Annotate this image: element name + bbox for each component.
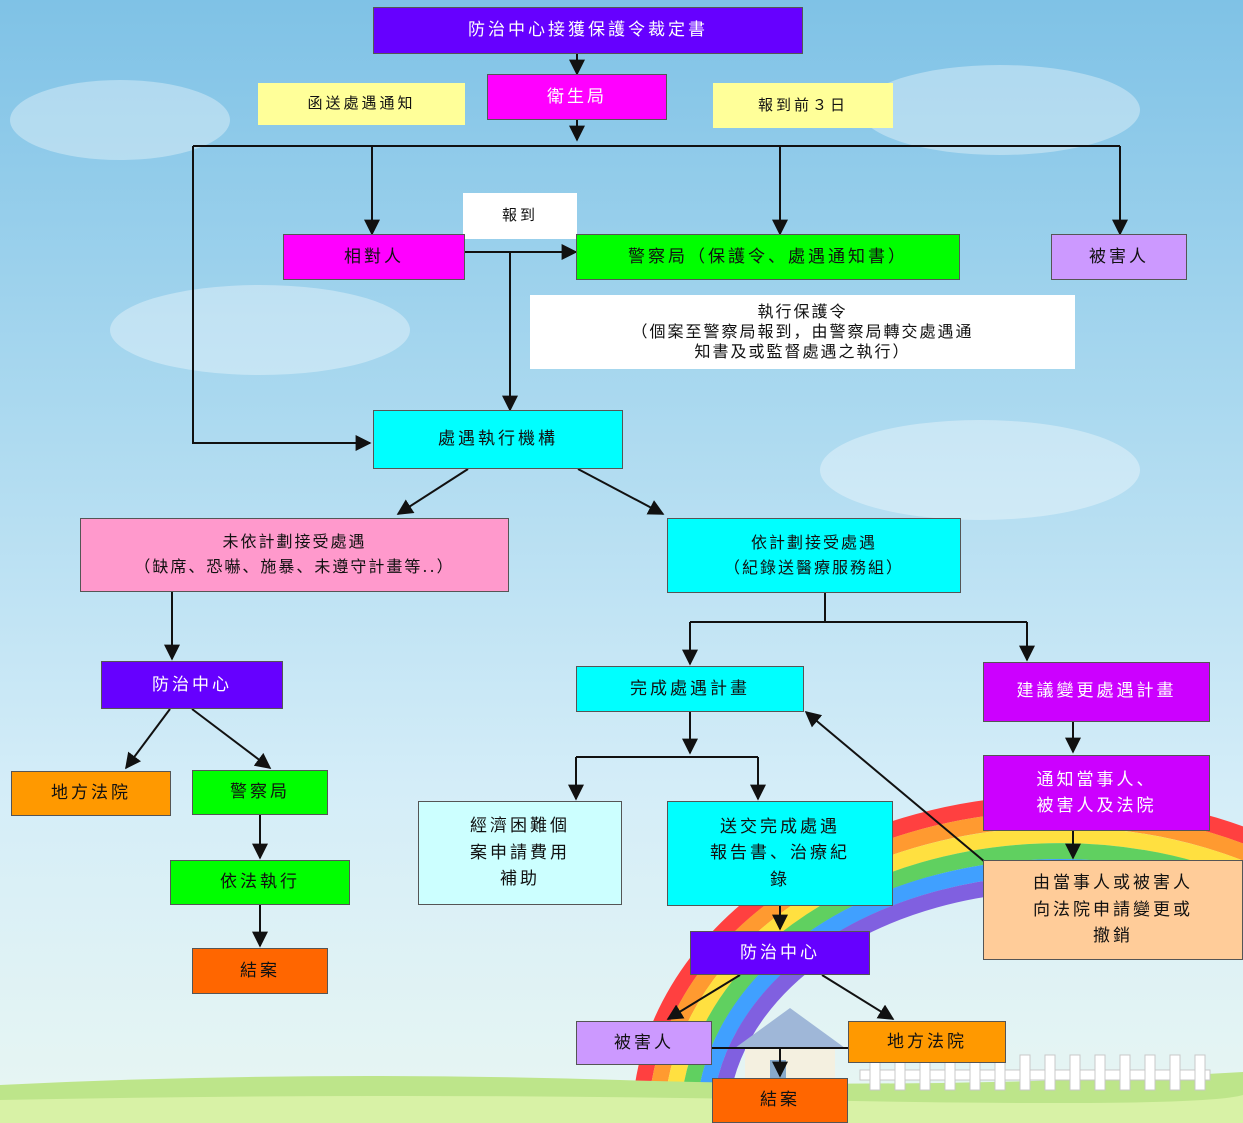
case-closed-left-label: 結案 [240,960,280,981]
victim-right-label: 被害人 [614,1032,674,1053]
report-note: 報到 [463,193,577,239]
apply-change-box: 由當事人或被害人 向法院申請變更或 撤銷 [983,860,1243,960]
three-days-label: 報到前３日 [757,95,848,114]
not-following-plan-box: 未依計劃接受處遇 （缺席、恐嚇、施暴、未遵守計畫等..） [80,518,509,592]
prevention-center-right-box: 防治中心 [690,931,870,975]
suggest-change-plan-label: 建議變更處遇計畫 [1016,681,1177,702]
execute-order-label: 執行保護令 （個案至警察局報到，由警察局轉交處遇通 知書及或監督處遇之執行） [631,302,974,361]
police-protection-order-box: 警察局（保護令、處遇通知書） [576,234,960,280]
plan-completed-label: 完成處遇計畫 [630,678,750,699]
not-following-plan-label: 未依計劃接受處遇 （缺席、恐嚇、施暴、未遵守計畫等..） [134,532,455,576]
district-court-left-box: 地方法院 [11,771,171,816]
treatment-agency-label: 處遇執行機構 [438,429,558,450]
prevention-center-right-label: 防治中心 [740,942,820,963]
treatment-agency-box: 處遇執行機構 [373,410,623,469]
execute-order-note: 執行保護令 （個案至警察局報到，由警察局轉交處遇通 知書及或監督處遇之執行） [530,295,1075,369]
three-days-note: 報到前３日 [713,83,893,128]
district-court-right-label: 地方法院 [887,1031,967,1052]
health-bureau-label: 衛生局 [547,86,607,107]
financial-hardship-box: 經濟困難個 案申請費用 補助 [418,801,622,905]
following-plan-label: 依計劃接受處遇 （紀錄送醫療服務組） [723,532,904,577]
notify-parties-box: 通知當事人、 被害人及法院 [983,755,1210,831]
case-closed-left-box: 結案 [192,948,328,994]
send-notice-label: 函送處遇通知 [307,94,416,113]
send-notice-note: 函送處遇通知 [258,83,465,125]
report-label: 報到 [501,206,538,225]
case-closed-right-label: 結案 [760,1090,800,1111]
respondent-box: 相對人 [283,234,465,280]
financial-hardship-label: 經濟困難個 案申請費用 補助 [470,816,570,890]
victim-right-box: 被害人 [576,1021,712,1065]
police-protection-order-label: 警察局（保護令、處遇通知書） [628,246,908,267]
submit-report-box: 送交完成處遇 報告書、治療紀 錄 [667,801,893,906]
district-court-right-box: 地方法院 [848,1021,1006,1063]
enforce-by-law-label: 依法執行 [220,872,300,893]
fence-decoration [859,1054,1211,1091]
prevention-center-left-box: 防治中心 [101,661,283,709]
apply-change-label: 由當事人或被害人 向法院申請變更或 撤銷 [1033,873,1193,947]
case-closed-right-box: 結案 [712,1078,848,1123]
respondent-label: 相對人 [344,246,404,267]
health-bureau-box: 衛生局 [487,74,667,120]
suggest-change-plan-box: 建議變更處遇計畫 [983,662,1210,722]
police-left-box: 警察局 [192,770,328,815]
victim-box: 被害人 [1051,234,1187,280]
victim-label: 被害人 [1089,246,1149,267]
plan-completed-box: 完成處遇計畫 [576,666,804,712]
police-left-label: 警察局 [230,782,290,803]
notify-parties-label: 通知當事人、 被害人及法院 [1036,769,1157,816]
submit-report-label: 送交完成處遇 報告書、治療紀 錄 [710,816,850,890]
court-order-received-label: 防治中心接獲保護令裁定書 [468,20,708,41]
district-court-left-label: 地方法院 [51,783,131,804]
court-order-received-box: 防治中心接獲保護令裁定書 [373,7,803,54]
enforce-by-law-box: 依法執行 [170,860,350,905]
prevention-center-left-label: 防治中心 [152,674,232,695]
following-plan-box: 依計劃接受處遇 （紀錄送醫療服務組） [667,518,961,593]
